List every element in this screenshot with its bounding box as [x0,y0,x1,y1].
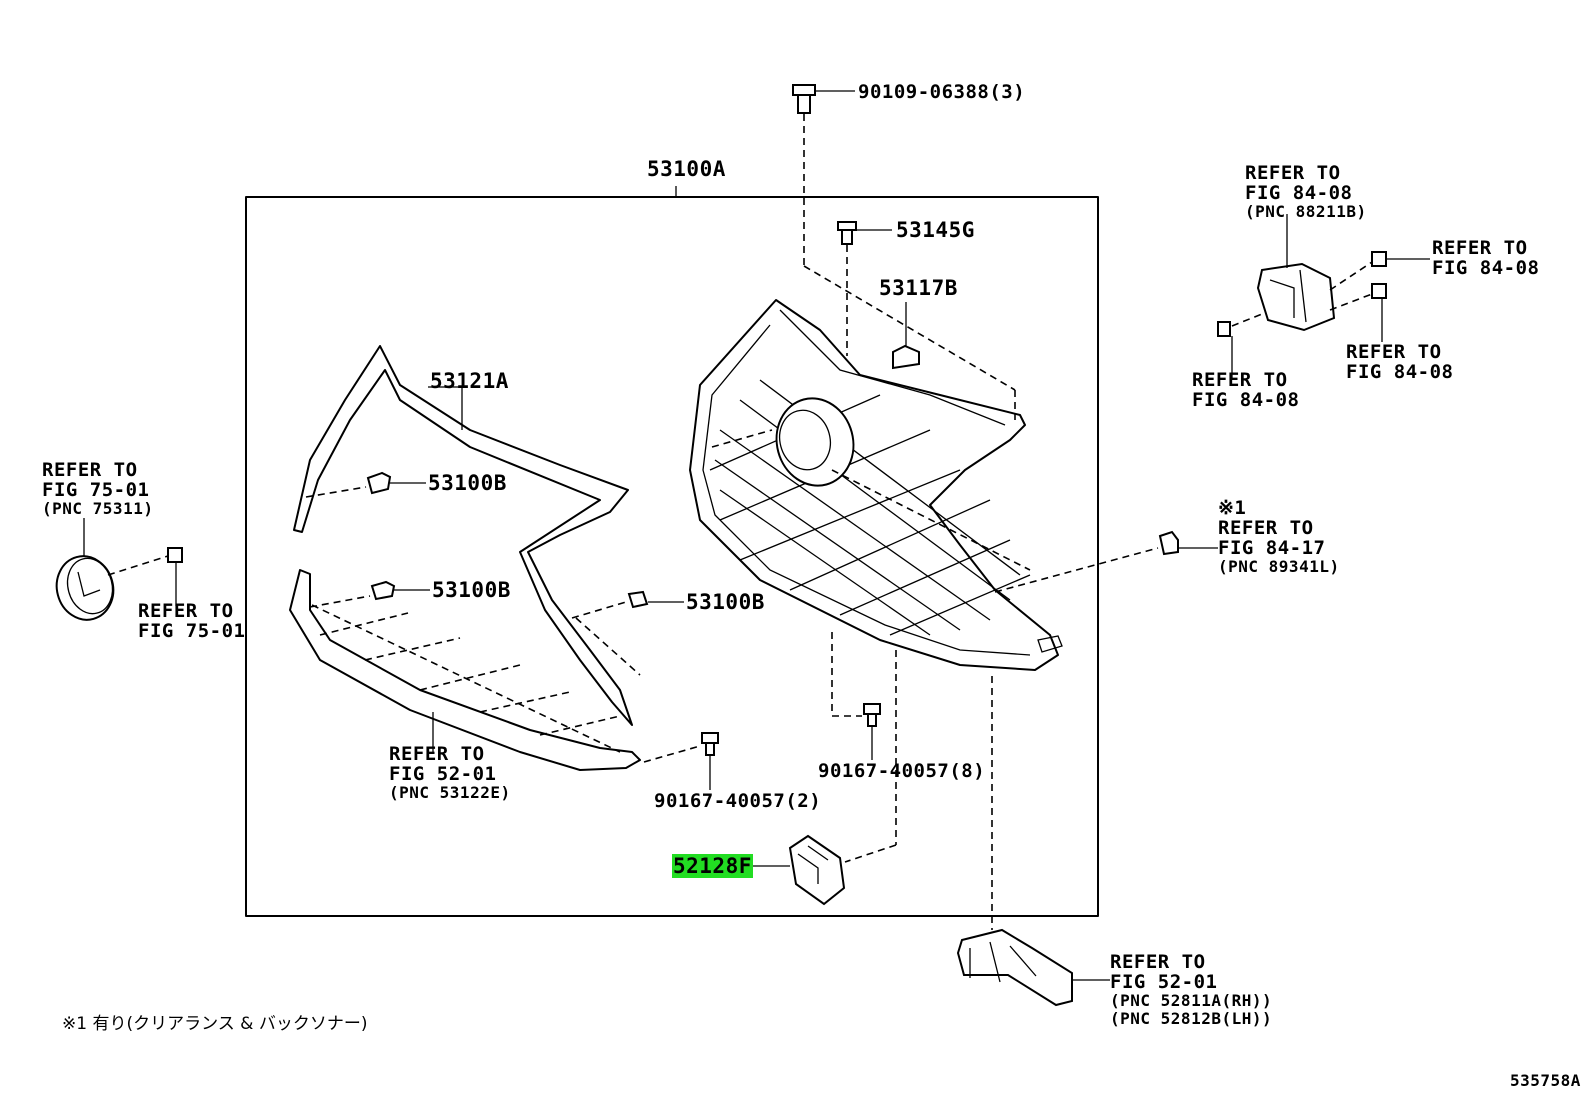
ref-pnc-rh: (PNC 52811A(RH)) [1110,991,1273,1010]
molding-53121A [293,345,633,726]
emblem-nut [167,547,183,606]
screw-90167-2 [643,732,719,790]
ref-pnc: (PNC 75311) [42,499,154,518]
ref-fig: FIG 52-01 [389,763,497,785]
bolt-90109 [792,84,1016,420]
part-53121A-label[interactable]: 53121A [430,369,509,393]
part-52128F-label[interactable]: 52128F [672,854,753,878]
ref-fig: FIG 84-08 [1432,257,1540,279]
bumper-bracket [956,676,1110,1007]
ref-fig: FIG 84-08 [1192,389,1300,411]
sensor-clip-lower [1371,283,1387,342]
ref-pnc: (PNC 89341L) [1218,557,1340,576]
figure-id: 535758A [1510,1071,1581,1090]
part-53117B-label[interactable]: 53117B [879,276,958,300]
sensor-assembly [1231,214,1373,332]
ref-fig: FIG 75-01 [138,620,246,642]
sensor-clip-left [1217,321,1233,380]
assembly-frame [245,196,1099,917]
ref-fig-75-01-emblem[interactable]: REFER TO FIG 75-01 (PNC 75311) [42,460,153,518]
part-53145G-label[interactable]: 53145G [896,218,975,242]
ref-fig-84-08-upper-clip[interactable]: REFER TO FIG 84-08 [1432,238,1539,278]
part-90109-06388-label[interactable]: 90109-06388(3) [858,81,1026,103]
clip-53145G [837,221,892,356]
ref-text: REFER TO [1346,341,1442,363]
ref-fig-84-08-sensor[interactable]: REFER TO FIG 84-08 (PNC 88211B) [1245,163,1367,221]
lower-molding [289,569,641,771]
emblem [55,518,169,621]
ref-pnc-lh: (PNC 52812B(LH)) [1110,1009,1273,1028]
ref-fig: FIG 84-08 [1245,182,1353,204]
ref-text: REFER TO [42,459,138,481]
ref-fig-52-01-bracket[interactable]: REFER TO FIG 52-01 (PNC 52811A(RH)) (PNC… [1110,952,1272,1028]
ref-text: REFER TO [138,600,234,622]
ref-fig-84-08-lower-clip[interactable]: REFER TO FIG 84-08 [1346,342,1453,382]
part-90167-40057-8-label[interactable]: 90167-40057(8) [818,760,986,782]
footnote: ※1 有り(クリアランス & バックソナー) [62,1014,368,1034]
ref-fig: FIG 84-17 [1218,537,1326,559]
ref-pnc: (PNC 53122E) [389,783,511,802]
ref-fig-52-01-molding[interactable]: REFER TO FIG 52-01 (PNC 53122E) [389,744,511,802]
part-53100B-label-1[interactable]: 53100B [428,471,507,495]
ref-fig: FIG 52-01 [1110,971,1218,993]
ref-fig-75-01-nut[interactable]: REFER TO FIG 75-01 [138,601,245,641]
ref-mark: ※1 [1218,497,1247,519]
ref-fig-84-08-left-clip[interactable]: REFER TO FIG 84-08 [1192,370,1299,410]
ref-fig-84-17-sonar[interactable]: ※1 REFER TO FIG 84-17 (PNC 89341L) [1218,498,1340,576]
highlighted-part[interactable]: 52128F [672,854,753,878]
ref-text: REFER TO [1110,951,1206,973]
part-90167-40057-2-label[interactable]: 90167-40057(2) [654,790,822,812]
ref-text: REFER TO [1432,237,1528,259]
ref-pnc: (PNC 88211B) [1245,202,1367,221]
ref-text: REFER TO [389,743,485,765]
part-53100A-label[interactable]: 53100A [647,157,726,181]
clip-53100B-3 [571,590,684,676]
ref-text: REFER TO [1218,517,1314,539]
screw-90167-8 [831,632,881,760]
part-53100B-label-2[interactable]: 53100B [432,578,511,602]
part-53100B-label-3[interactable]: 53100B [686,590,765,614]
bracket-53117B [892,302,920,370]
ref-fig: FIG 84-08 [1346,361,1454,383]
grille-53100A [689,299,1063,671]
sonar-clip [994,530,1218,593]
bracket-52128F [742,650,897,906]
sensor-clip-upper [1371,251,1430,267]
clip-53100B-1 [305,471,426,498]
ref-text: REFER TO [1245,162,1341,184]
ref-fig: FIG 75-01 [42,479,150,501]
ref-text: REFER TO [1192,369,1288,391]
clip-53100B-2 [309,580,430,608]
